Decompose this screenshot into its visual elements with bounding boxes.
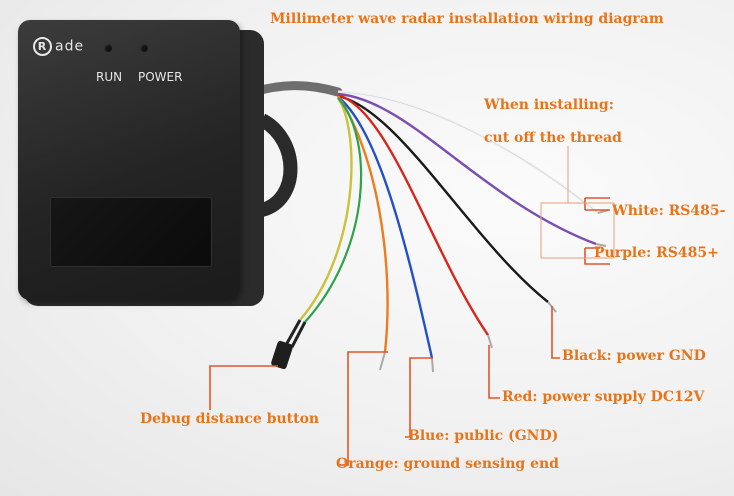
label-purple: Purple: RS485+	[594, 245, 719, 261]
callout-purple	[584, 247, 610, 265]
wire-purple	[337, 92, 597, 246]
power-label: POWER	[138, 70, 183, 84]
registered-mark-icon: R	[33, 37, 52, 56]
page-title: Millimeter wave radar installation wirin…	[270, 11, 664, 27]
callout-debug	[209, 365, 278, 410]
wire-green	[304, 97, 363, 323]
callout-black	[551, 306, 560, 359]
label-blue: Blue: public (GND)	[408, 428, 559, 444]
run-led-icon	[104, 44, 112, 52]
callout-orange	[338, 351, 388, 466]
callout-lines	[209, 197, 610, 466]
logo-text: ade	[55, 38, 85, 55]
label-debug-button: Debug distance button	[140, 411, 320, 427]
tip-red	[487, 334, 493, 349]
run-label: RUN	[96, 70, 123, 84]
sensor-window	[50, 197, 212, 267]
callout-blue	[405, 357, 433, 438]
label-red: Red: power supply DC12V	[502, 389, 705, 405]
debug-button-body	[271, 340, 293, 370]
label-orange: Orange: ground sensing end	[336, 456, 559, 472]
label-white: White: RS485-	[612, 203, 726, 219]
debug-button-wires	[284, 319, 307, 348]
note-line-1: When installing:	[484, 97, 614, 113]
tip-orange	[379, 351, 386, 371]
cable-coil	[258, 113, 298, 217]
label-black: Black: power GND	[562, 348, 706, 364]
wire-red	[337, 93, 489, 336]
wire-yellow-green	[299, 97, 353, 321]
callout-white	[584, 197, 610, 211]
callout-red	[488, 345, 500, 399]
tip-purple	[595, 243, 607, 247]
wire-black	[337, 94, 549, 303]
power-led-icon	[140, 44, 148, 52]
note-line-2: cut off the thread	[484, 130, 622, 146]
cut-area-box	[540, 202, 615, 259]
tip-blue	[431, 357, 434, 373]
wire-blue	[337, 96, 434, 359]
